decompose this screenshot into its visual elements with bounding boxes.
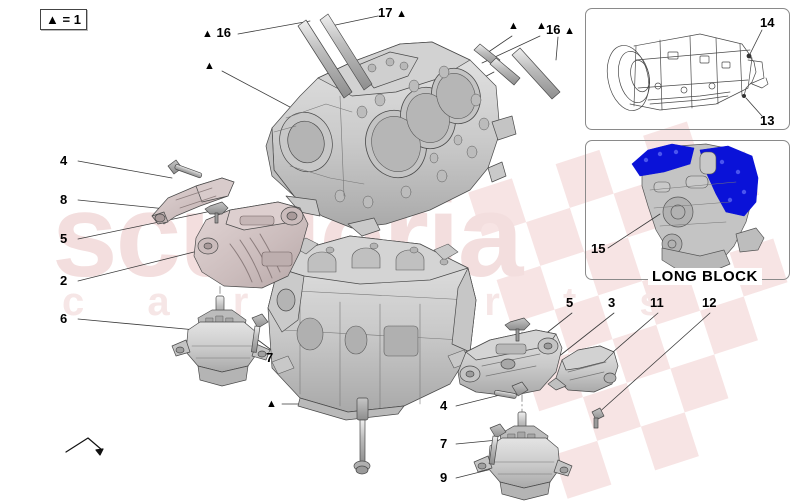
callout-3: 3 [608,295,616,310]
part-upper-crankcase [265,41,517,237]
part-right-mount-bracket [457,329,563,397]
part-bolt-heat-shield [591,407,605,429]
inset-caption-long-block: LONG BLOCK [648,268,762,285]
callout-7-left: 7 [266,350,274,365]
part-collar-left [204,201,229,224]
callout-2: 2 [60,273,68,288]
callout-4-left: 4 [60,153,68,168]
callout-7-right: 7 [440,436,448,451]
callout-14: 14 [760,15,775,30]
callout-17: 17 ▲ [378,5,407,20]
part-upper-small-bracket [151,177,235,225]
callout-9: 9 [440,470,448,485]
callout-16-right: 16 ▲ [546,22,575,37]
part-lower-crankcase [267,235,477,421]
callout-4-right: 4 [440,398,448,413]
part-bolt-left-mount [251,313,269,353]
callout-13: 13 [760,113,775,128]
part-stud-upper-left [297,13,373,99]
callout-11: 11 [650,295,664,310]
part-left-mount-bracket [193,201,309,289]
part-stud-upper-right [473,43,561,100]
inset-panel-long-block [585,140,790,280]
callout-12: 12 [702,295,717,310]
direction-chevron-marker [65,437,104,456]
callout-marker-right-a: ▲ [508,20,519,32]
callout-15: 15 [591,241,606,256]
callout-8: 8 [60,192,68,207]
legend-box: ▲ = 1 [40,9,87,30]
callout-marker-lower: ▲ [266,398,277,410]
part-bolt-right-bracket [494,381,529,399]
callout-5-left: 5 [60,231,68,246]
part-left-engine-mount [171,295,271,387]
callout-6: 6 [60,311,68,326]
part-right-engine-mount [473,411,573,501]
callout-marker-right-b: ▲ [536,20,547,32]
part-bolt-right-mount [488,423,507,465]
part-long-bolt-center [353,397,371,475]
inset-transmission-leaders [745,29,763,117]
part-bolt-upper-left [167,159,203,179]
callout-5-right: 5 [566,295,574,310]
callout-marker-left-upper: ▲ [204,60,215,72]
callout-16-left: ▲ 16 [202,25,231,40]
inset-transmission-drawing [606,33,769,111]
